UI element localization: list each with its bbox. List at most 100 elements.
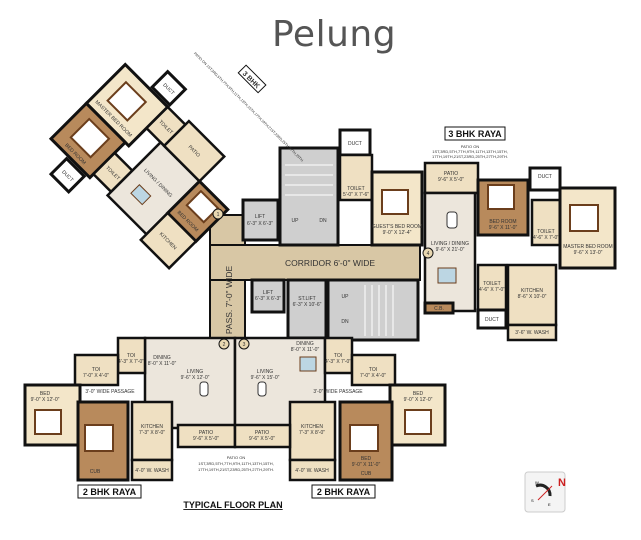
lift-2-size: 6'-3" X 6'-3" [255,296,281,302]
room-size: 7'-3" X 8'-0" [139,430,165,436]
compass-e: E [548,502,551,507]
patio-note: PATIO ON [461,144,480,149]
room-label: 3'-0" WIDE PASSAGE [85,389,135,395]
core-toilet-label: TOILET [347,186,364,192]
room-label: TOI [334,353,342,359]
bed-icon [34,409,62,435]
room-size: 4'-3" X 7'-0" [118,359,144,365]
room-label: TOILET [537,229,554,235]
room-label: TOI [369,367,377,373]
room-toi-1 [73,353,120,387]
room-size: 9'-6" X 12'-0" [181,375,210,381]
room-toilet-3 [476,263,508,312]
room-label: LIVING [187,369,204,375]
room-patio [162,119,227,183]
room-toi-1 [350,353,397,387]
room-size: 4'-6" X 7'-0" [533,235,559,241]
stlift-size: 6'-3" X 10'-6" [293,302,322,308]
unit-tag-2bhk-left: 2 BHK RAYA [83,487,137,497]
room-label: TOI [92,367,100,373]
room-label: GUEST'S BED ROOM [372,224,422,230]
room-size: 4'-6" X 7'-0" [479,287,505,293]
bed-icon [404,409,432,435]
room-kitchen [130,400,174,462]
unit-3bhk-raya: 3 BHK RAYA PATIO ON 1ST,3RD,5TH,7TH,9TH,… [370,126,617,342]
bed-icon [487,184,515,210]
unit-number-label: 3 [243,342,246,348]
corridor-label: CORRIDOR 6'-0" WIDE [285,258,375,268]
duct-1 [150,69,188,107]
bed-icon [185,189,220,224]
room-label: PATIO [199,430,213,436]
wash-area [506,323,558,342]
room-label: 4'-0" W. WASH [295,468,329,474]
unit-tag-box [311,484,376,499]
unit-number-4 [422,247,434,259]
room-size: 9'-0" X 12'-0" [404,397,433,403]
lift-2 [250,278,286,314]
room-size: 4'-3" X 7'-0" [325,359,351,365]
room-size: 9'-6" X 21'-0" [436,247,465,253]
table-icon [257,381,267,397]
room-size: 9'-6" X 5'-0" [438,177,464,183]
room-kitchen [139,211,198,270]
room-size: 7'-0" X 4'-0" [83,373,109,379]
wash-area [288,458,337,482]
unit-number-label: 4 [427,251,430,257]
room-label: 3'-6" W. WASH [515,330,549,336]
room-size: 9'-6" X 5'-0" [249,436,275,442]
core-toilet [338,153,374,202]
bed-icon [84,424,114,452]
compass-icon: N W S E [524,471,566,513]
stretcher-lift [286,278,328,340]
room-label: CUB [361,471,372,477]
room-label: KITCHEN [301,424,323,430]
room-label: BED [40,391,51,397]
lift-1 [241,198,280,242]
room-label: CUB [90,469,101,475]
room-kitchen [506,263,558,327]
lift-1-label: LIFT [255,214,265,220]
bed-icon [381,189,409,215]
table-icon [446,211,458,229]
room-size: 9'-6" X 5'-0" [193,436,219,442]
wash-area [130,458,174,482]
duct-1 [528,166,562,192]
unit-tag: 3 BHK RAYA [448,129,502,139]
room-size: 9'-0" X 12'-0" [31,397,60,403]
patio-note: PATIO ON [227,455,246,460]
room-label: PATIO [444,171,458,177]
room-label: KITCHEN [521,288,543,294]
room-size: 7'-0" X 4'-0" [360,373,386,379]
unit-number-1 [212,208,224,220]
staircase-upper [278,146,340,247]
bed-icon [106,80,148,122]
room-label: TOI [127,353,135,359]
room-label: BED [361,456,372,462]
unit-number-3 [238,338,250,350]
compass-w: W [535,480,539,485]
unit-number-label: 2 [223,342,226,348]
room-label: TOILET [483,281,500,287]
room-size: 8'-6" X 10'-0" [518,294,547,300]
unit-2bhk-left: LIVING 9'-6" X 12'-0" DINING 8'-0" X 11'… [23,336,237,482]
stlift-label: ST.LIFT [298,296,316,302]
up-label: UP [292,218,300,224]
duct-label: DUCT [348,141,362,147]
unit-number-2 [218,338,230,350]
room-label: LIVING [257,369,274,375]
room-label: LIVING / DINING [431,241,469,247]
lift-1-size: 6'-3" X 6'-3" [247,221,273,227]
room-label: BED [413,391,424,397]
unit-tag-box [77,484,142,499]
room-size: 7'-3" X 8'-0" [299,430,325,436]
room-size: 9'-6" X 13'-0" [574,250,603,256]
compass-n: N [558,477,566,489]
staircase-lower [326,278,420,342]
core-toilet-size: 5'-0" X 7'-6" [343,192,369,198]
room-label: DINING [153,355,171,361]
room-label: DUCT [485,317,499,323]
duct-2 [48,156,87,194]
compass-s: S [531,498,534,503]
